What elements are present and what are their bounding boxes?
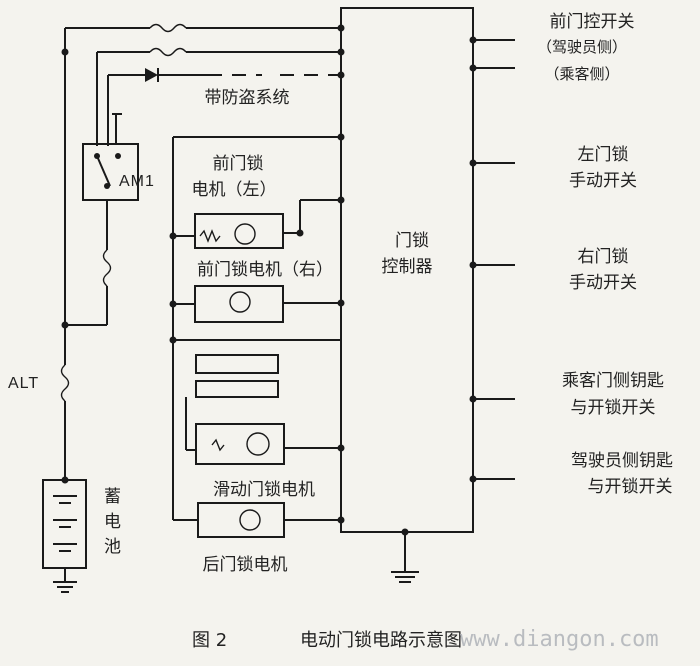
- front-right-motor-label: 前门锁电机（右）: [197, 260, 333, 280]
- passenger-side-label: （乘客侧）: [544, 65, 619, 83]
- watermark: www.diangon.com: [460, 627, 659, 652]
- figure-number: 图 2: [192, 630, 227, 651]
- anti-theft-label: 带防盗系统: [205, 88, 290, 108]
- left-manual-label-2: 手动开关: [569, 171, 637, 191]
- front-left-motor-label-2: 电机（左）: [192, 180, 277, 200]
- switch-wiring: [469, 36, 515, 483]
- front-door-ctrl-switch-label: 前门控开关: [550, 12, 635, 32]
- driver-key-label-1: 驾驶员侧钥匙: [571, 451, 673, 471]
- left-manual-label-1: 左门锁: [578, 145, 629, 165]
- sliding-door-motor-label: 滑动门锁电机: [213, 480, 315, 500]
- controller-label-1: 门锁: [395, 231, 429, 251]
- figure-title: 电动门锁电路示意图: [300, 630, 462, 651]
- driver-side-label: （驾驶员侧）: [537, 38, 627, 56]
- rear-door-motor-label: 后门锁电机: [203, 555, 288, 575]
- passenger-key-label-1: 乘客门侧钥匙: [562, 371, 664, 391]
- power-wiring: [42, 23, 345, 593]
- battery-label-3: 池: [104, 537, 121, 557]
- right-manual-label-1: 右门锁: [578, 247, 629, 267]
- driver-key-label-2: 与开锁开关: [588, 477, 673, 497]
- battery-label-1: 蓄: [104, 487, 121, 507]
- motor-wiring: [169, 133, 419, 583]
- alt-fuse-label: ALT: [8, 375, 39, 392]
- battery-label-2: 电: [104, 512, 121, 532]
- passenger-key-label-2: 与开锁开关: [571, 398, 656, 418]
- controller-label-2: 控制器: [382, 257, 433, 277]
- front-left-motor-label-1: 前门锁: [213, 154, 264, 174]
- am1-label: AM1: [119, 173, 155, 190]
- right-manual-label-2: 手动开关: [569, 273, 637, 293]
